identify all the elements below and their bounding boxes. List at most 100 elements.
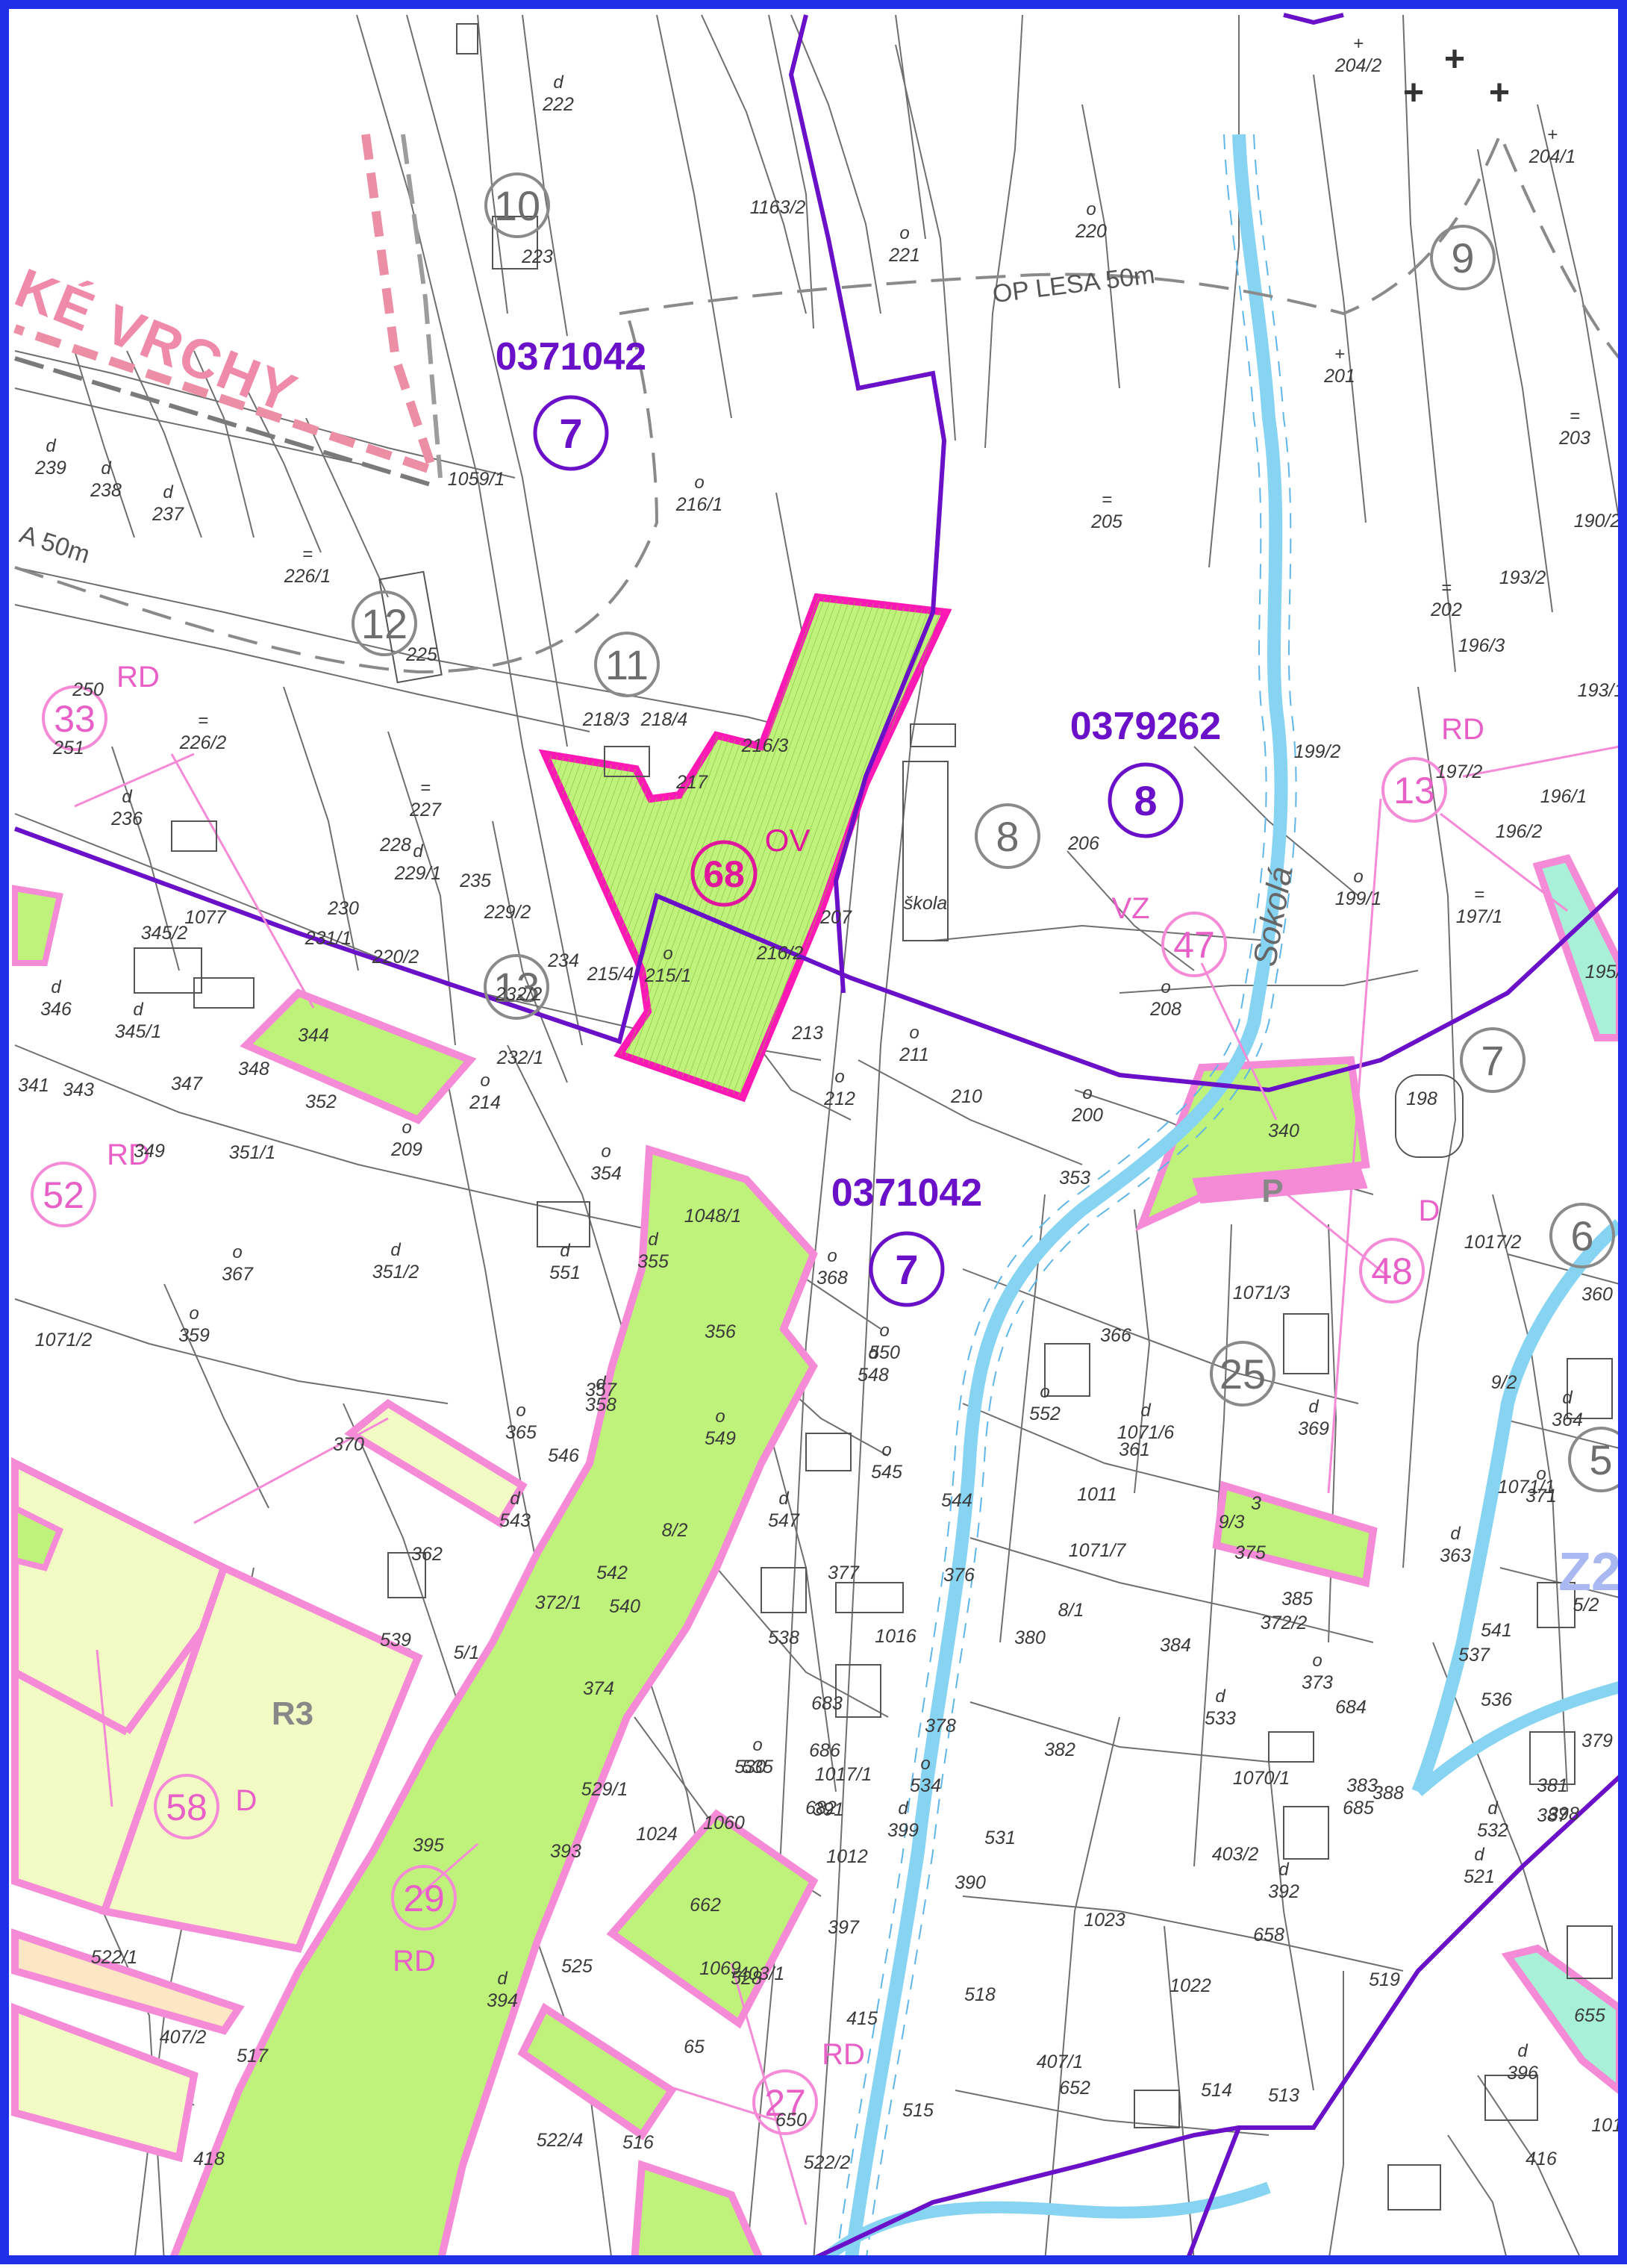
parcel-number: 1016 — [875, 1626, 916, 1647]
parcel-use-code: o — [899, 223, 909, 243]
parcel-number: 220/2 — [372, 947, 419, 968]
parcel-number: 340 — [1268, 1121, 1299, 1141]
parcel-number: 538 — [768, 1627, 799, 1648]
parcel-number: 362 — [411, 1544, 443, 1565]
parcel-number: 201 — [1323, 366, 1355, 387]
parcel-number: 403/2 — [1212, 1844, 1259, 1865]
forest-symbols: + + + — [1403, 40, 1510, 113]
zone-circle — [752, 2069, 818, 2135]
parcel-number: 1163/2 — [750, 197, 806, 218]
zone-fills — [11, 593, 1623, 2266]
parcel-use-code: = — [1570, 406, 1580, 426]
parcel-number: 221 — [888, 245, 920, 266]
zone-code: D — [236, 1784, 257, 1817]
zone-29-area[interactable] — [166, 1144, 818, 2266]
locality-circle — [533, 395, 609, 471]
locality-number: 7 — [895, 1246, 918, 1293]
zone-reference-lines — [74, 745, 1620, 2225]
parcel-number: 250 — [72, 679, 104, 700]
parcel-number: 1023 — [1084, 1910, 1125, 1931]
parcel-number: 368 — [816, 1268, 848, 1289]
parcel-number: 519 — [1369, 1969, 1400, 1990]
parcel-number: 193/2 — [1499, 567, 1546, 588]
parcel-use-code: o — [601, 1141, 610, 1162]
parcel-use-code: = — [1474, 885, 1484, 905]
parcel-use-code: d — [1278, 1860, 1289, 1880]
zone-code: VZ — [1111, 892, 1149, 925]
parcel-number: 199/1 — [1335, 888, 1382, 909]
parcel-number: 358 — [585, 1395, 616, 1415]
parcel-number: 377 — [828, 1563, 860, 1583]
zone-27-area-2[interactable] — [517, 2002, 677, 2140]
block-number: 10 — [494, 182, 540, 229]
parcel-number: 550 — [869, 1342, 900, 1363]
parcel-number: 547 — [768, 1510, 800, 1531]
parcel-use-code: o — [480, 1071, 490, 1091]
parcel-use-code: d — [1140, 1401, 1151, 1421]
parcel-number: 370 — [333, 1434, 364, 1455]
parcel-use-code: + — [1334, 344, 1345, 364]
block-number: 12 — [361, 600, 407, 647]
parcel-number: 355 — [637, 1251, 669, 1272]
parcel-number: 217 — [675, 772, 708, 793]
parcel-number: 531 — [984, 1828, 1016, 1848]
parcel-number: 514 — [1201, 2080, 1232, 2101]
parcel-number: 685 — [1343, 1798, 1374, 1819]
parcel-number: 517 — [237, 2046, 269, 2066]
locality-boundary — [13, 13, 1622, 2264]
cadastre-code: 0371042 — [831, 1171, 982, 1215]
block-number: 9 — [1451, 234, 1474, 281]
parcel-number: 394 — [487, 1990, 518, 2011]
parcel-number: 3 — [1251, 1493, 1261, 1514]
parcel-number: 216/1 — [675, 494, 723, 515]
parcel-number: 373 — [1302, 1672, 1333, 1693]
parcel-number: 652 — [1059, 2078, 1090, 2099]
zone-code: D — [1419, 1194, 1440, 1227]
parcel-number: 200 — [1071, 1105, 1103, 1126]
zone-left-green — [12, 885, 63, 966]
parcel-number: 220 — [1075, 221, 1107, 242]
parcel-number: 235 — [459, 870, 491, 891]
parcel-number: 380 — [1014, 1627, 1046, 1648]
stream-sokola-edge-left — [835, 134, 1267, 2263]
parcel-number: 397 — [828, 1917, 860, 1938]
parcel-number: 418 — [193, 2149, 225, 2169]
zone-27-area-1[interactable] — [606, 1809, 819, 2029]
zone-p-strip — [1192, 1162, 1368, 1204]
parcel-use-code: o — [752, 1735, 762, 1755]
parcel-number: 416 — [1525, 2149, 1557, 2169]
zone-545-area[interactable] — [1212, 1480, 1378, 1588]
block-circle — [594, 632, 660, 697]
zone-number: 52 — [43, 1174, 84, 1216]
block-number: 11 — [605, 641, 649, 688]
block-circle — [1430, 225, 1496, 290]
parcel-number: 383 — [1346, 1775, 1378, 1796]
parcel-use-code: d — [1474, 1845, 1484, 1865]
parcel-number: 222 — [542, 94, 574, 115]
locality-circle — [1108, 762, 1184, 838]
parcel-use-code: o — [909, 1023, 919, 1043]
parcel-number: 1012 — [826, 1846, 868, 1867]
parcel-number: 203 — [1558, 428, 1590, 449]
parcel-number: 1071/7 — [1069, 1540, 1127, 1561]
parcel-number: 391 — [813, 1799, 844, 1820]
parcel-number: 521 — [1464, 1866, 1495, 1887]
parcel-number: 5/1 — [454, 1642, 480, 1663]
zone-code: RD — [1441, 713, 1484, 746]
zone-number: 48 — [1371, 1250, 1413, 1292]
parcel-number: 545 — [871, 1462, 902, 1483]
block-circle — [484, 954, 549, 1020]
parcel-number: 543 — [499, 1510, 531, 1531]
zone-52-area[interactable] — [240, 988, 477, 1125]
block-circle — [1549, 1203, 1615, 1268]
svg-text:+: + — [1444, 40, 1465, 79]
zone-circle — [391, 1865, 457, 1931]
block-circle — [484, 172, 550, 238]
locality-number: 8 — [1134, 777, 1157, 824]
parcel-use-code: o — [1353, 867, 1363, 887]
parcel-number: 196/1 — [1540, 786, 1587, 807]
parcel-use-code: o — [827, 1246, 837, 1266]
parcel-number: 407/1 — [1037, 2052, 1084, 2072]
